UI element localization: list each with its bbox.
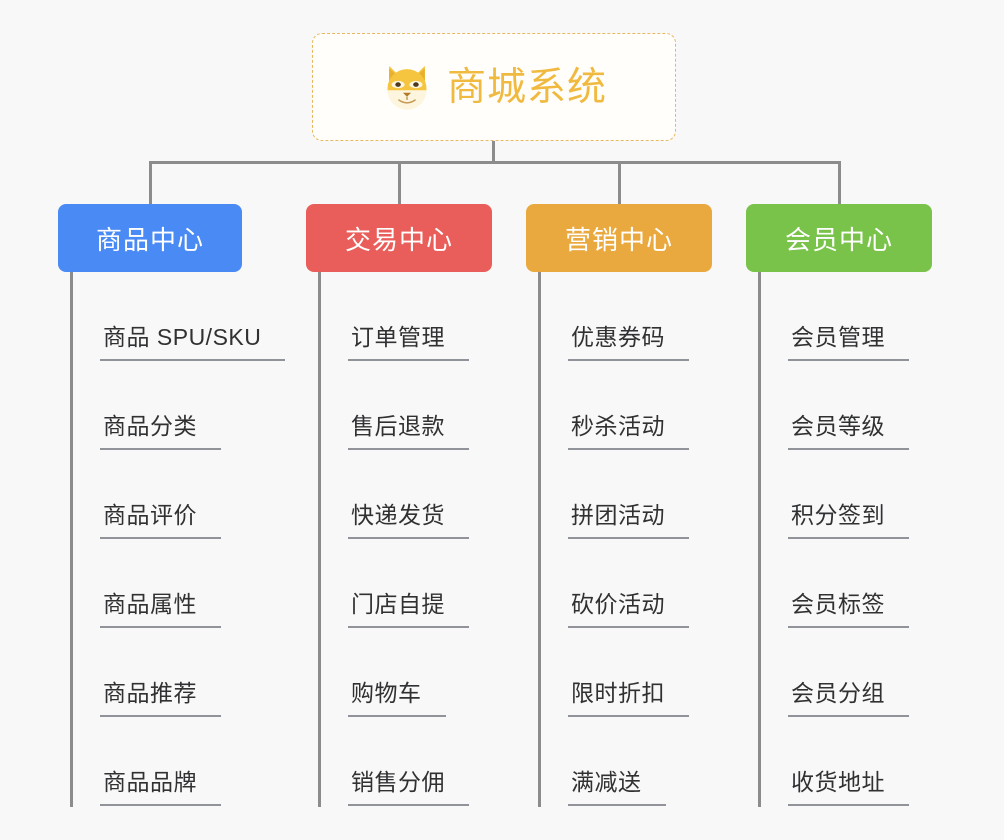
connector-drop-branch-3 <box>618 161 621 206</box>
leaf-label: 商品属性 <box>100 590 221 628</box>
root-title: 商城系统 <box>446 65 607 109</box>
leaf-list-product: 商品 SPU/SKU 商品分类 商品评价 商品属性 商品推荐 商品品牌 <box>70 272 286 806</box>
leaf-label: 会员等级 <box>788 412 909 450</box>
branch-header-product[interactable]: 商品中心 <box>58 204 242 272</box>
branch-spine <box>70 272 73 807</box>
leaf-label: 会员标签 <box>788 590 909 628</box>
leaf-label: 积分签到 <box>788 501 909 539</box>
leaf-label: 快递发货 <box>348 501 469 539</box>
leaf-label: 满减送 <box>568 768 666 806</box>
leaf-item[interactable]: 秒杀活动 <box>538 361 689 450</box>
leaf-item[interactable]: 会员标签 <box>758 539 909 628</box>
leaf-item[interactable]: 售后退款 <box>318 361 469 450</box>
leaf-item[interactable]: 商品评价 <box>70 450 285 539</box>
leaf-label: 商品 SPU/SKU <box>100 323 286 361</box>
leaf-label: 售后退款 <box>348 412 469 450</box>
leaf-item[interactable]: 会员等级 <box>758 361 909 450</box>
leaf-label: 会员管理 <box>788 323 909 361</box>
leaf-list-marketing: 优惠券码 秒杀活动 拼团活动 砍价活动 限时折扣 满减送 <box>538 272 689 806</box>
branch-header-trade[interactable]: 交易中心 <box>306 204 492 272</box>
leaf-label: 商品品牌 <box>100 768 221 806</box>
branch-header-marketing[interactable]: 营销中心 <box>526 204 712 272</box>
branch-spine <box>758 272 761 807</box>
leaf-item[interactable]: 商品推荐 <box>70 628 285 717</box>
leaf-item[interactable]: 会员管理 <box>758 272 909 361</box>
leaf-item[interactable]: 满减送 <box>538 717 689 806</box>
connector-horizontal-bus <box>149 161 841 164</box>
leaf-item[interactable]: 砍价活动 <box>538 539 689 628</box>
connector-drop-branch-1 <box>149 161 152 206</box>
branch-spine <box>318 272 321 807</box>
shiba-dog-face-icon <box>387 65 427 110</box>
leaf-item[interactable]: 限时折扣 <box>538 628 689 717</box>
leaf-item[interactable]: 快递发货 <box>318 450 469 539</box>
branch-header-label: 交易中心 <box>344 224 453 255</box>
connector-root-stem <box>492 141 495 163</box>
leaf-item[interactable]: 会员分组 <box>758 628 909 717</box>
leaf-label: 销售分佣 <box>348 768 469 806</box>
connector-drop-branch-2 <box>398 161 401 206</box>
root-node[interactable]: 商城系统 <box>312 33 676 141</box>
leaf-item[interactable]: 商品属性 <box>70 539 285 628</box>
leaf-label: 会员分组 <box>788 679 909 717</box>
leaf-label: 商品评价 <box>100 501 221 539</box>
leaf-item[interactable]: 购物车 <box>318 628 469 717</box>
leaf-list-trade: 订单管理 售后退款 快递发货 门店自提 购物车 销售分佣 <box>318 272 469 806</box>
leaf-item[interactable]: 销售分佣 <box>318 717 469 806</box>
branch-header-label: 会员中心 <box>784 224 893 255</box>
leaf-item[interactable]: 门店自提 <box>318 539 469 628</box>
branch-header-label: 商品中心 <box>95 224 204 255</box>
leaf-item[interactable]: 商品分类 <box>70 361 285 450</box>
leaf-item[interactable]: 商品品牌 <box>70 717 285 806</box>
branch-header-member[interactable]: 会员中心 <box>746 204 932 272</box>
leaf-item[interactable]: 积分签到 <box>758 450 909 539</box>
leaf-label: 拼团活动 <box>568 501 689 539</box>
leaf-label: 砍价活动 <box>568 590 689 628</box>
leaf-item[interactable]: 拼团活动 <box>538 450 689 539</box>
leaf-item[interactable]: 优惠券码 <box>538 272 689 361</box>
leaf-label: 限时折扣 <box>568 679 689 717</box>
leaf-item[interactable]: 商品 SPU/SKU <box>70 272 286 361</box>
leaf-item[interactable]: 收货地址 <box>758 717 909 806</box>
leaf-label: 秒杀活动 <box>568 412 689 450</box>
connector-drop-branch-4 <box>838 161 841 206</box>
leaf-label: 商品分类 <box>100 412 221 450</box>
leaf-label: 购物车 <box>348 679 446 717</box>
leaf-label: 商品推荐 <box>100 679 221 717</box>
leaf-label: 优惠券码 <box>568 323 689 361</box>
leaf-label: 收货地址 <box>788 768 909 806</box>
branch-header-label: 营销中心 <box>564 224 673 255</box>
leaf-item[interactable]: 订单管理 <box>318 272 469 361</box>
leaf-list-member: 会员管理 会员等级 积分签到 会员标签 会员分组 收货地址 <box>758 272 909 806</box>
branch-spine <box>538 272 541 807</box>
leaf-label: 订单管理 <box>348 323 469 361</box>
leaf-label: 门店自提 <box>348 590 469 628</box>
